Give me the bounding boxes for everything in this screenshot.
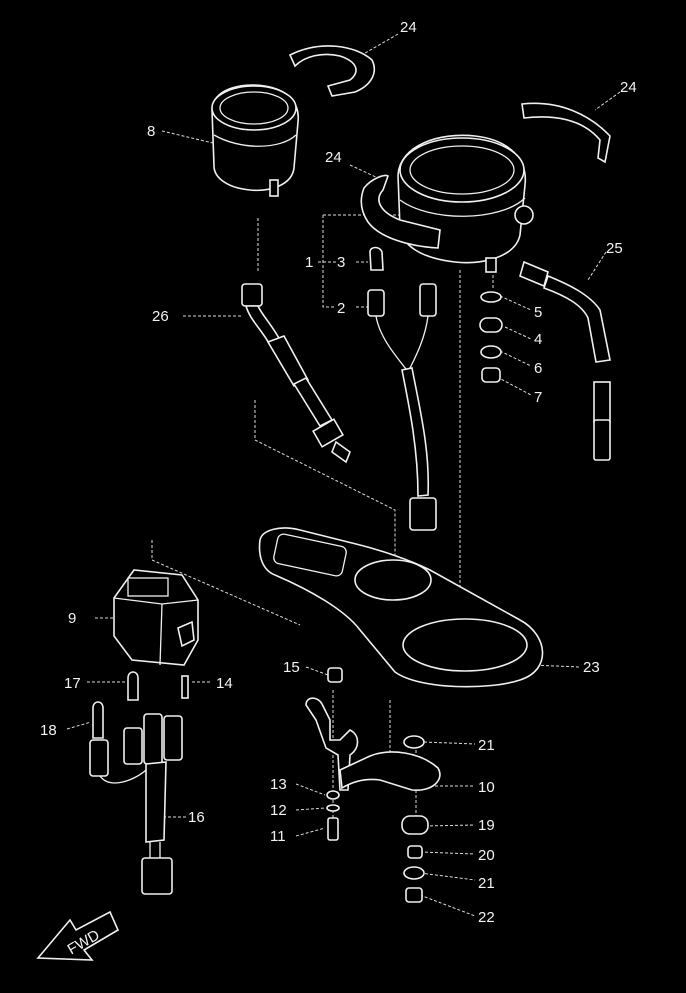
callout-2: 2 bbox=[337, 300, 345, 317]
tacho-cable-26-icon bbox=[241, 283, 351, 464]
callout-6: 6 bbox=[534, 360, 542, 377]
speedometer-1-icon bbox=[397, 134, 534, 273]
bulb-18-icon bbox=[92, 701, 104, 739]
callout-18: 18 bbox=[40, 722, 57, 739]
tachometer-8-icon bbox=[211, 84, 299, 197]
callout-21: 21 bbox=[478, 875, 495, 892]
rubber-band-24-left-icon bbox=[288, 45, 376, 97]
callout-22: 22 bbox=[478, 909, 495, 926]
callout-19: 19 bbox=[478, 817, 495, 834]
callout-8: 8 bbox=[147, 123, 155, 140]
bulb-3-icon bbox=[369, 246, 384, 271]
bracket-and-fasteners-icon bbox=[305, 667, 441, 841]
callout-24: 24 bbox=[620, 79, 637, 96]
callout-23: 23 bbox=[583, 659, 600, 676]
wire-harness-16-icon bbox=[89, 713, 183, 895]
callout-5: 5 bbox=[534, 304, 542, 321]
flasher-relay-9-icon bbox=[113, 569, 199, 666]
callout-21: 21 bbox=[478, 737, 495, 754]
callout-16: 16 bbox=[188, 809, 205, 826]
callout-12: 12 bbox=[270, 802, 287, 819]
bulb-17-icon bbox=[127, 671, 139, 701]
callout-14: 14 bbox=[216, 675, 233, 692]
callout-20: 20 bbox=[478, 847, 495, 864]
callout-11: 11 bbox=[270, 828, 286, 845]
callout-1: 1 bbox=[305, 254, 313, 271]
rubber-band-24-right-icon bbox=[521, 102, 611, 164]
callout-15: 15 bbox=[283, 659, 300, 676]
callout-24: 24 bbox=[400, 19, 417, 36]
callout-10: 10 bbox=[478, 779, 495, 796]
forward-arrow-icon: FWD bbox=[36, 910, 120, 961]
callout-labels: 24 24 24 25 8 1 3 2 26 5 4 6 7 9 23 17 1… bbox=[40, 19, 637, 926]
callout-17: 17 bbox=[64, 675, 81, 692]
callout-9: 9 bbox=[68, 610, 76, 627]
callout-13: 13 bbox=[270, 776, 287, 793]
washers-4-7-icon bbox=[479, 291, 503, 383]
socket-harness-2-icon bbox=[367, 283, 437, 531]
callout-26: 26 bbox=[152, 308, 169, 325]
callout-3: 3 bbox=[337, 254, 345, 271]
callout-7: 7 bbox=[534, 389, 542, 406]
callout-25: 25 bbox=[606, 240, 623, 257]
callout-24: 24 bbox=[325, 149, 342, 166]
mount-grommets-19-22-icon bbox=[401, 735, 429, 903]
screw-14-icon bbox=[181, 675, 189, 699]
meter-bracket-23-icon bbox=[258, 527, 544, 688]
callout-4: 4 bbox=[534, 331, 542, 348]
rubber-band-24-mid-icon bbox=[360, 174, 441, 249]
speedo-cable-25-icon bbox=[519, 260, 611, 461]
